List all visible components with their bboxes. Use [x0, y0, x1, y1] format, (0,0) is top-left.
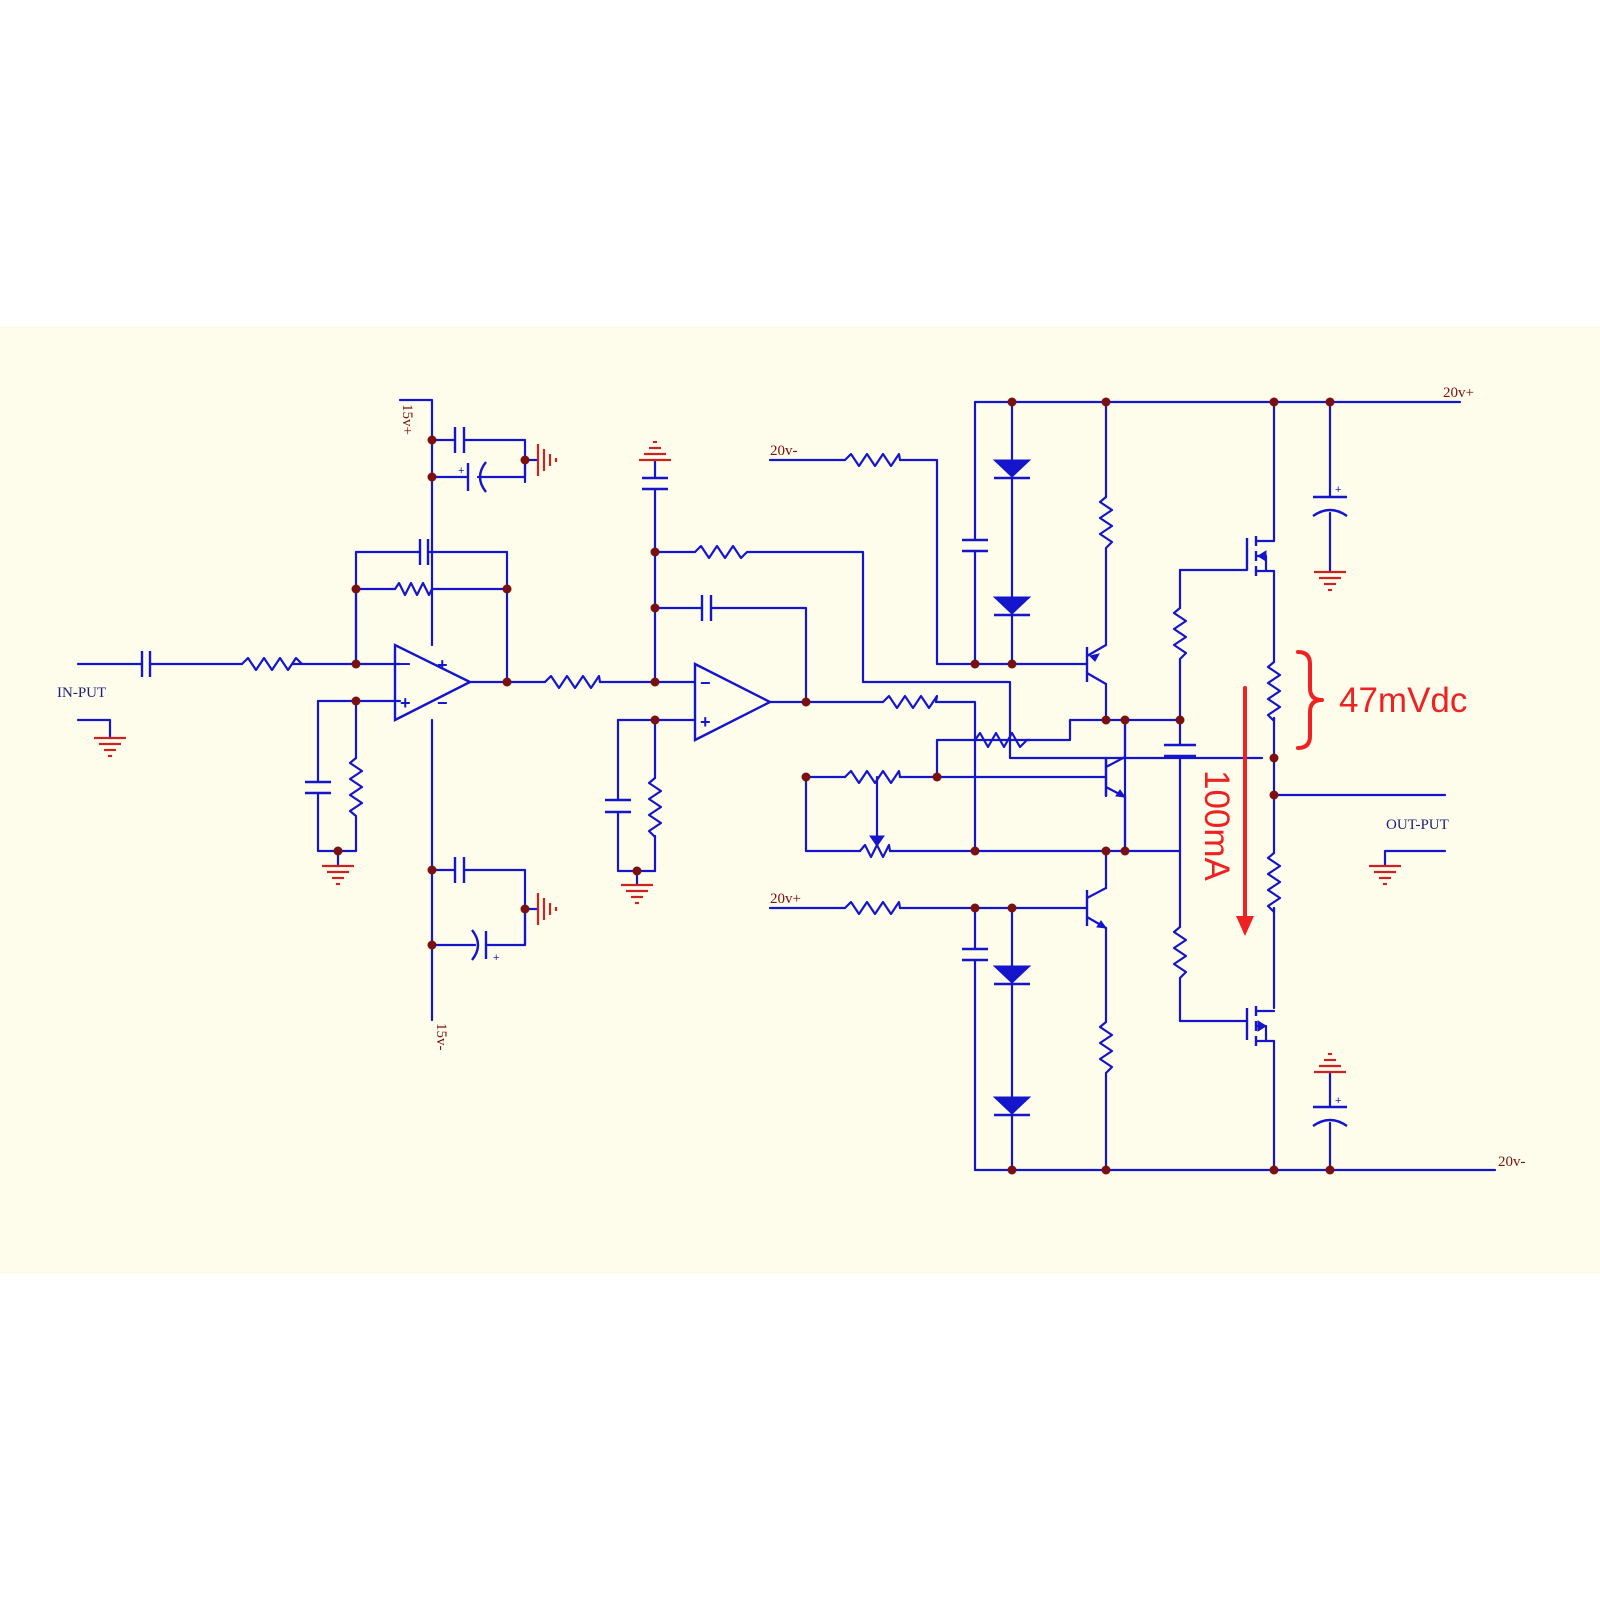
- capacitor-driver-top: [962, 538, 988, 553]
- op-amp-1: − + + −: [393, 643, 473, 722]
- polarity-mark: +: [1335, 484, 1341, 496]
- wires: [76, 398, 1497, 1172]
- net-labels: IN-PUT OUT-PUT 15v+ 15v- 20v+ 20v- 20v- …: [57, 385, 1526, 1170]
- resistor-r5-feedback: [693, 544, 752, 560]
- polarity-mark: +: [1335, 1095, 1341, 1107]
- npn-transistor-vbe-multiplier: [1104, 718, 1127, 853]
- capacitor-15v-neg-bypass: [453, 857, 466, 883]
- rail-20v-neg-label: 20v-: [1498, 1154, 1526, 1170]
- op-amp-2-noninverting-pin: +: [700, 712, 711, 732]
- input-label: IN-PUT: [57, 685, 106, 701]
- capacitor-opamp2-feedback: [700, 595, 713, 621]
- annotations: 47mVdc 100mA: [1197, 650, 1467, 936]
- diode-top-2: [992, 596, 1032, 617]
- p-mosfet-output-bottom: [1245, 1006, 1276, 1058]
- capacitor-c8: [605, 798, 631, 814]
- resistor-r15-gate-bottom: [1172, 925, 1188, 984]
- resistor-r11-bottom: [843, 900, 902, 916]
- voltage-annotation: 47mVdc: [1339, 681, 1467, 720]
- resistor-r10: [843, 769, 902, 785]
- schematic-sheet: [0, 326, 1600, 1274]
- op-amp-1-vneg-pin: −: [437, 693, 448, 713]
- diodes: [992, 459, 1032, 1117]
- resistor-r1: [240, 656, 304, 672]
- electrolytic-capacitor-rail-pos: +: [1312, 484, 1348, 517]
- op-amps: − + + − − +: [393, 643, 773, 742]
- capacitor-driver-bottom: [962, 947, 988, 962]
- transistors: [1085, 534, 1276, 1058]
- output-label: OUT-PUT: [1386, 817, 1449, 833]
- voltage-brace-icon: [1296, 650, 1324, 750]
- resistors: [240, 452, 1282, 1079]
- resistor-r14-gate-top: [1172, 606, 1188, 665]
- npn-transistor-driver-bottom: [1085, 886, 1108, 930]
- electrolytic-capacitor-15v-neg: +: [471, 929, 499, 964]
- rail-20v-pos-label: 20v+: [1443, 385, 1474, 401]
- op-amp-1-noninverting-pin: +: [400, 693, 411, 713]
- driver-20v-pos-label: 20v+: [770, 891, 801, 907]
- capacitor-input: [140, 651, 152, 677]
- diode-bottom-2: [992, 1096, 1032, 1117]
- op-amp-1-inverting-pin: −: [400, 654, 411, 674]
- resistor-r3: [348, 756, 364, 820]
- capacitor-feedback-1: [418, 539, 430, 565]
- pnp-transistor-driver-top: [1085, 643, 1108, 686]
- resistor-r2-feedback: [393, 581, 439, 597]
- n-mosfet-output-top: [1245, 534, 1276, 586]
- resistor-r12-collector-top: [1098, 495, 1114, 554]
- op-amp-1-vpos-pin: +: [437, 655, 448, 675]
- potentiometer-wiper-arrow: [869, 835, 885, 847]
- capacitor-15v-pos-bypass: [453, 427, 466, 453]
- capacitor-opamp2-input: [642, 476, 668, 491]
- junction-dots: [333, 397, 1335, 1175]
- capacitor-bias: [1164, 743, 1196, 758]
- electrolytic-capacitor-rail-neg: +: [1312, 1095, 1348, 1127]
- resistor-r6: [647, 776, 663, 839]
- capacitor-c3: [305, 780, 331, 795]
- capacitors: + +: [140, 427, 1348, 1127]
- supply-15v-pos-label: 15v+: [399, 404, 415, 435]
- current-annotation: 100mA: [1197, 770, 1236, 882]
- diode-top-1: [992, 459, 1032, 480]
- electrolytic-capacitor-15v-pos: +: [458, 461, 487, 493]
- resistor-source-bottom: [1266, 851, 1282, 914]
- resistor-r8-top: [843, 452, 902, 468]
- polarity-mark: +: [458, 465, 464, 477]
- current-arrow-head-icon: [1236, 916, 1254, 936]
- polarity-mark: +: [493, 952, 499, 964]
- op-amp-2-inverting-pin: −: [700, 673, 711, 693]
- resistor-r7: [881, 694, 939, 710]
- resistor-r9-bias: [973, 731, 1032, 749]
- resistor-r4: [543, 674, 602, 690]
- op-amp-2: − +: [693, 662, 773, 742]
- driver-20v-neg-label: 20v-: [770, 443, 798, 459]
- resistor-r13-collector-bottom: [1098, 1020, 1114, 1079]
- diode-bottom-1: [992, 965, 1032, 986]
- resistor-source-top: [1266, 660, 1282, 723]
- supply-15v-neg-label: 15v-: [433, 1023, 449, 1051]
